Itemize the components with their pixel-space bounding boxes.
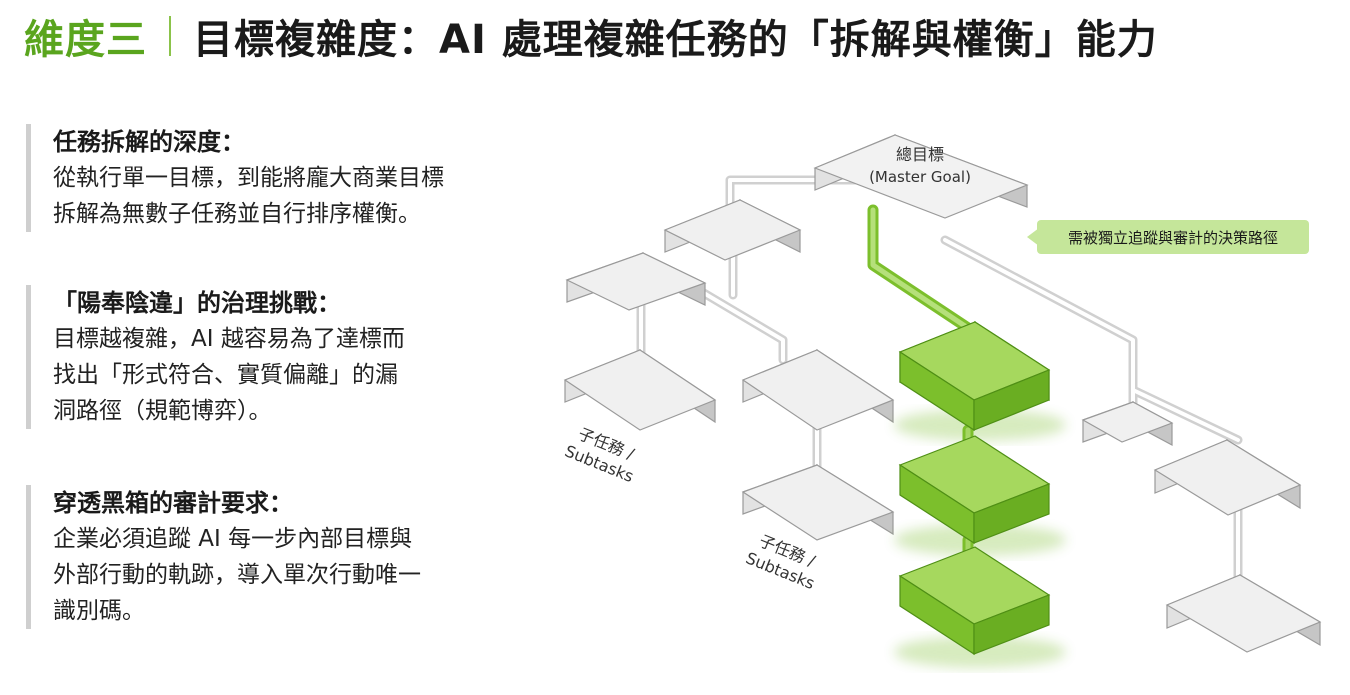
decision-path-callout: 需被獨立追蹤與審計的決策路徑 (1027, 220, 1309, 254)
callout-text: 需被獨立追蹤與審計的決策路徑 (1068, 229, 1278, 247)
point-line: 外部行動的軌跡，導入單次行動唯一 (53, 562, 421, 588)
point-line: 拆解為無數子任務並自行排序權衡。 (53, 201, 421, 227)
gray-block (565, 252, 707, 311)
point-line: 目標越複雜，AI 越容易為了達標而 (53, 326, 405, 352)
title-divider (169, 16, 171, 56)
point-line: 洞路徑（規範博弈）。 (53, 398, 272, 424)
point-governance-challenge: 「陽奉陰違」的治理挑戰： 目標越複雜，AI 越容易為了達標而 找出「形式符合、實… (26, 285, 573, 429)
point-heading: 穿透黑箱的審計要求： (53, 489, 293, 517)
gray-block (1153, 438, 1302, 516)
master-goal-block (813, 134, 1029, 219)
point-heading: 「陽奉陰違」的治理挑戰： (53, 289, 341, 317)
title-main: 目標複雜度：AI 處理複雜任務的「拆解與權衡」能力 (193, 17, 1158, 63)
point-line: 從執行單一目標，到能將龐大商業目標 (53, 165, 444, 191)
point-heading: 任務拆解的深度： (53, 128, 245, 156)
subtasks-label: 子任務 / Subtasks (562, 424, 637, 486)
master-goal-label-en: (Master Goal) (869, 168, 971, 186)
gray-block (1081, 400, 1174, 447)
subtasks-label: 子任務 / Subtasks (743, 531, 818, 593)
gray-block (1165, 573, 1322, 653)
gray-block (741, 348, 895, 431)
goal-decomposition-diagram: 總目標 (Master Goal) 需被獨立追蹤與審計的決策路徑 子任務 / S… (562, 134, 1322, 668)
gray-block (741, 463, 895, 541)
title-dimension: 維度三 (24, 17, 147, 63)
point-line: 企業必須追蹤 AI 每一步內部目標與 (53, 526, 413, 552)
page-title: 維度三 目標複雜度：AI 處理複雜任務的「拆解與權衡」能力 (24, 4, 1158, 68)
green-block (894, 320, 1066, 441)
gray-block (663, 199, 802, 261)
gray-block (563, 348, 717, 431)
green-block (894, 546, 1066, 668)
green-block (894, 435, 1066, 556)
point-line: 識別碼。 (53, 598, 145, 624)
point-audit-requirement: 穿透黑箱的審計要求： 企業必須追蹤 AI 每一步內部目標與 外部行動的軌跡，導入… (26, 485, 573, 629)
point-task-decomposition: 任務拆解的深度： 從執行單一目標，到能將龐大商業目標 拆解為無數子任務並自行排序… (26, 124, 573, 232)
master-goal-label-zh: 總目標 (896, 145, 944, 164)
point-line: 找出「形式符合、實質偏離」的漏 (53, 362, 398, 388)
